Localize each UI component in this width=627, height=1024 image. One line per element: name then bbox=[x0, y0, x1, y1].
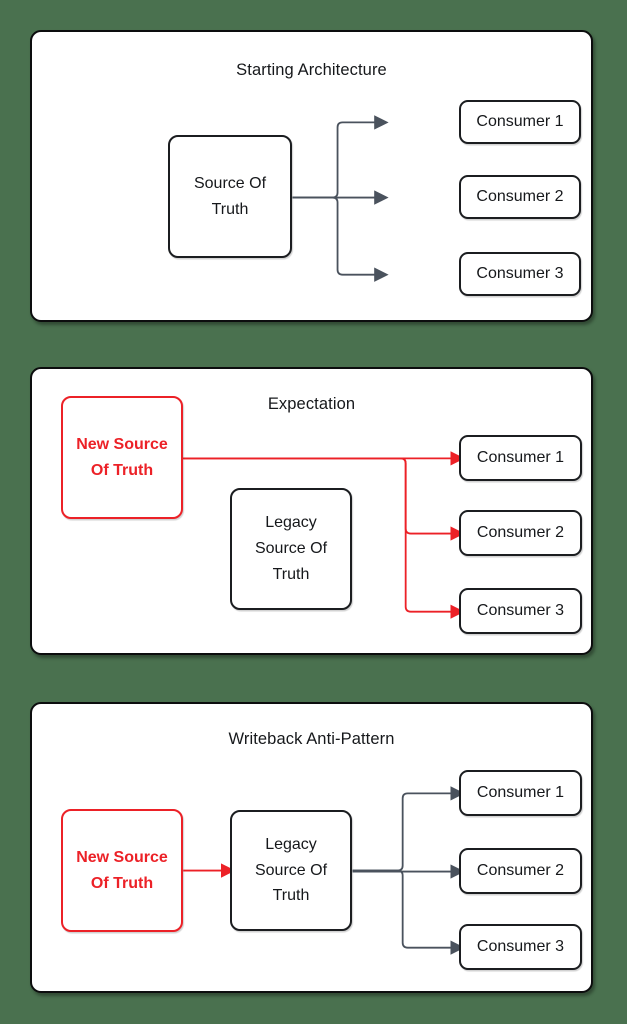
source-of-truth-node: Source Of Truth bbox=[168, 135, 292, 258]
panel-writeback-anti-pattern: Writeback Anti-Pattern New Source Of Tru… bbox=[30, 702, 593, 993]
panel-expectation: Expectation New Source Of Truth Legacy S… bbox=[30, 367, 593, 655]
panel-title: Expectation bbox=[267, 395, 356, 413]
consumer-2-node: Consumer 2 bbox=[459, 848, 582, 894]
legacy-source-of-truth-node: Legacy Source Of Truth bbox=[230, 488, 352, 610]
edge-legacy-to-consumer1 bbox=[352, 786, 465, 872]
new-source-of-truth-node: New Source Of Truth bbox=[61, 396, 183, 519]
consumer-3-node: Consumer 3 bbox=[459, 252, 581, 296]
consumer-3-node: Consumer 3 bbox=[459, 924, 582, 970]
consumer-1-node: Consumer 1 bbox=[459, 100, 581, 144]
consumer-2-node: Consumer 2 bbox=[459, 510, 582, 556]
edge-legacy-to-consumer3 bbox=[352, 869, 465, 955]
edge-source-to-consumer3 bbox=[292, 196, 389, 282]
consumer-1-node: Consumer 1 bbox=[459, 435, 582, 481]
consumer-3-node: Consumer 3 bbox=[459, 588, 582, 634]
panel-title: Starting Architecture bbox=[236, 61, 387, 79]
panel-title: Writeback Anti-Pattern bbox=[228, 730, 395, 748]
new-source-of-truth-node: New Source Of Truth bbox=[61, 809, 183, 932]
legacy-source-of-truth-node: Legacy Source Of Truth bbox=[230, 810, 352, 931]
edge-source-to-consumer1 bbox=[292, 115, 389, 199]
panel-starting-architecture: Starting Architecture Source Of Truth Co… bbox=[30, 30, 593, 322]
consumer-2-node: Consumer 2 bbox=[459, 175, 581, 219]
consumer-1-node: Consumer 1 bbox=[459, 770, 582, 816]
